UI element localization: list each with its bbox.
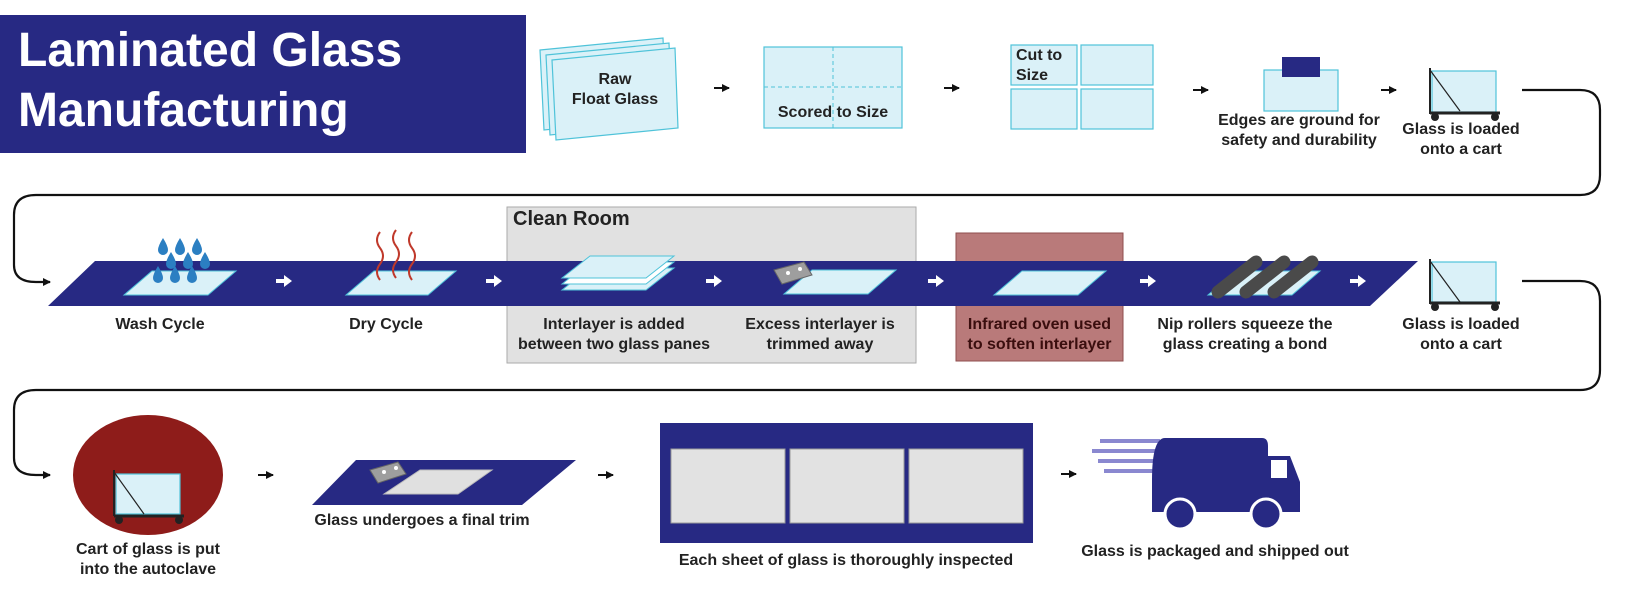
infrared-label: Infrared oven used to soften interlayer: [967, 316, 1112, 353]
flow-connector: [12, 88, 1602, 286]
wash-cycle-icon: [122, 238, 238, 296]
scored-label: Scored to Size: [777, 104, 889, 121]
autoclave-label: Cart of glass is put into the autoclave: [75, 541, 221, 578]
flow-connector: [12, 279, 1602, 479]
title-line-2: Manufacturing: [18, 84, 349, 137]
final-trim-icon: [312, 460, 576, 505]
raw-glass-label: Raw Float Glass: [571, 71, 659, 108]
interlayer-label: Interlayer is added between two glass pa…: [517, 316, 711, 353]
final-trim-label: Glass undergoes a final trim: [314, 512, 530, 529]
cut-glass-icon: [1010, 44, 1154, 130]
scored-glass-icon: [763, 46, 903, 129]
wash-label: Wash Cycle: [115, 316, 205, 333]
interlayer-panes-icon: [560, 255, 676, 291]
cut-label: Cut to Size: [1016, 47, 1063, 84]
excess-label: Excess interlayer is trimmed away: [745, 316, 895, 353]
autoclave-icon: [73, 415, 223, 535]
glass-cart-icon: [1429, 68, 1500, 121]
ship-label: Glass is packaged and shipped out: [1081, 543, 1349, 560]
title-line-1: Laminated Glass: [18, 24, 403, 77]
trim-knife-icon: [773, 261, 898, 295]
nip-label: Nip rollers squeeze the glass creating a…: [1157, 316, 1333, 353]
edges-label: Edges are ground for safety and durabili…: [1218, 112, 1380, 149]
dry-cycle-icon: [344, 229, 458, 296]
clean-room-title: Clean Room: [513, 208, 630, 230]
edge-grinder-icon: [1263, 57, 1339, 112]
nip-rollers-icon: [1206, 255, 1322, 299]
raw-float-glass-icon: [539, 37, 679, 141]
cart-label-2: Glass is loaded onto a cart: [1402, 316, 1520, 353]
inspect-label: Each sheet of glass is thoroughly inspec…: [678, 552, 1014, 569]
title-banner: Laminated Glass Manufacturing: [0, 15, 526, 153]
conveyor-belt: [48, 261, 1418, 306]
inspection-panel-icon: [660, 423, 1033, 543]
conveyor-arrows: [276, 275, 1366, 287]
delivery-truck-icon: [1092, 438, 1300, 531]
oven-glass-icon: [992, 270, 1108, 296]
cart-label-1: Glass is loaded onto a cart: [1402, 121, 1520, 158]
glass-cart-icon: [1429, 259, 1500, 311]
dry-label: Dry Cycle: [349, 316, 423, 333]
